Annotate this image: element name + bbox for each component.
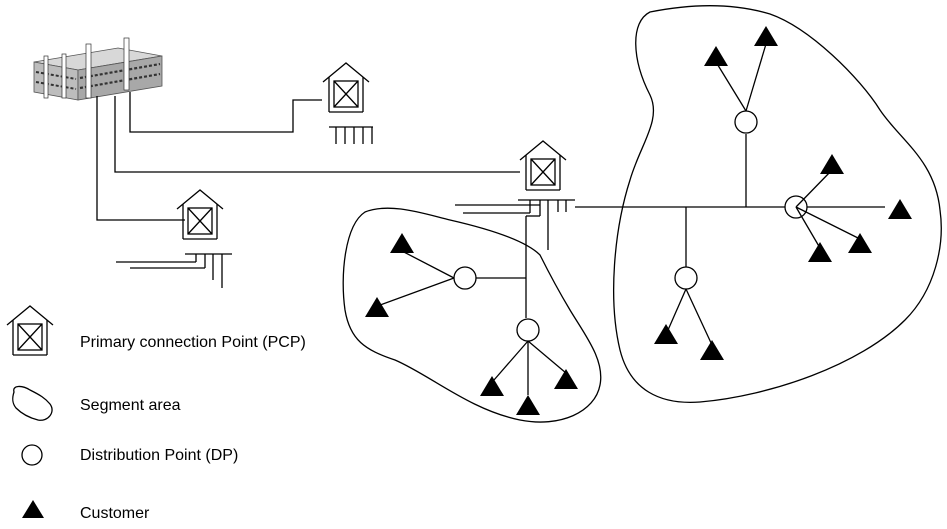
exchange-building-icon: [33, 37, 163, 101]
customer-triangle-icon: [516, 395, 540, 415]
legend-label-dp: Distribution Point (DP): [80, 447, 239, 464]
customer-triangle-icon: [554, 369, 578, 389]
customer-triangle-icon: [808, 242, 832, 262]
segment-area-icon: [12, 385, 53, 421]
legend: [6, 305, 54, 518]
legend-label-segment: Segment area: [80, 397, 181, 414]
legend-label-pcp: Primary connection Point (PCP): [80, 334, 306, 351]
legend-label-customer: Customer: [80, 505, 150, 522]
pcp-top: [322, 62, 373, 144]
customer-triangle-icon: [848, 233, 872, 253]
customer-triangle-icon: [888, 199, 912, 219]
customer-triangle-icon: [390, 233, 414, 253]
customer-triangle-icon: [480, 376, 504, 396]
customer-triangle-icon: [754, 26, 778, 46]
customer-triangle-icon: [700, 340, 724, 360]
distribution-point-icon: [674, 266, 698, 290]
pcp-center: [455, 140, 575, 254]
feeder-cables: [96, 92, 520, 221]
customer-triangle-icon: [22, 500, 44, 518]
customer-triangle-icon: [365, 297, 389, 317]
customer-triangle-icon: [820, 154, 844, 174]
distribution-point-icon: [516, 318, 540, 342]
pcp-left: [116, 189, 232, 288]
distribution-point-icon: [453, 266, 477, 290]
distribution-point-icon: [734, 110, 758, 134]
pcp-cabinet-icon: [6, 305, 54, 356]
segment-area-right: [575, 5, 942, 404]
segment-area-left: [342, 207, 602, 423]
customer-triangle-icon: [654, 324, 678, 344]
distribution-point-icon: [21, 444, 43, 466]
customer-triangle-icon: [704, 46, 728, 66]
